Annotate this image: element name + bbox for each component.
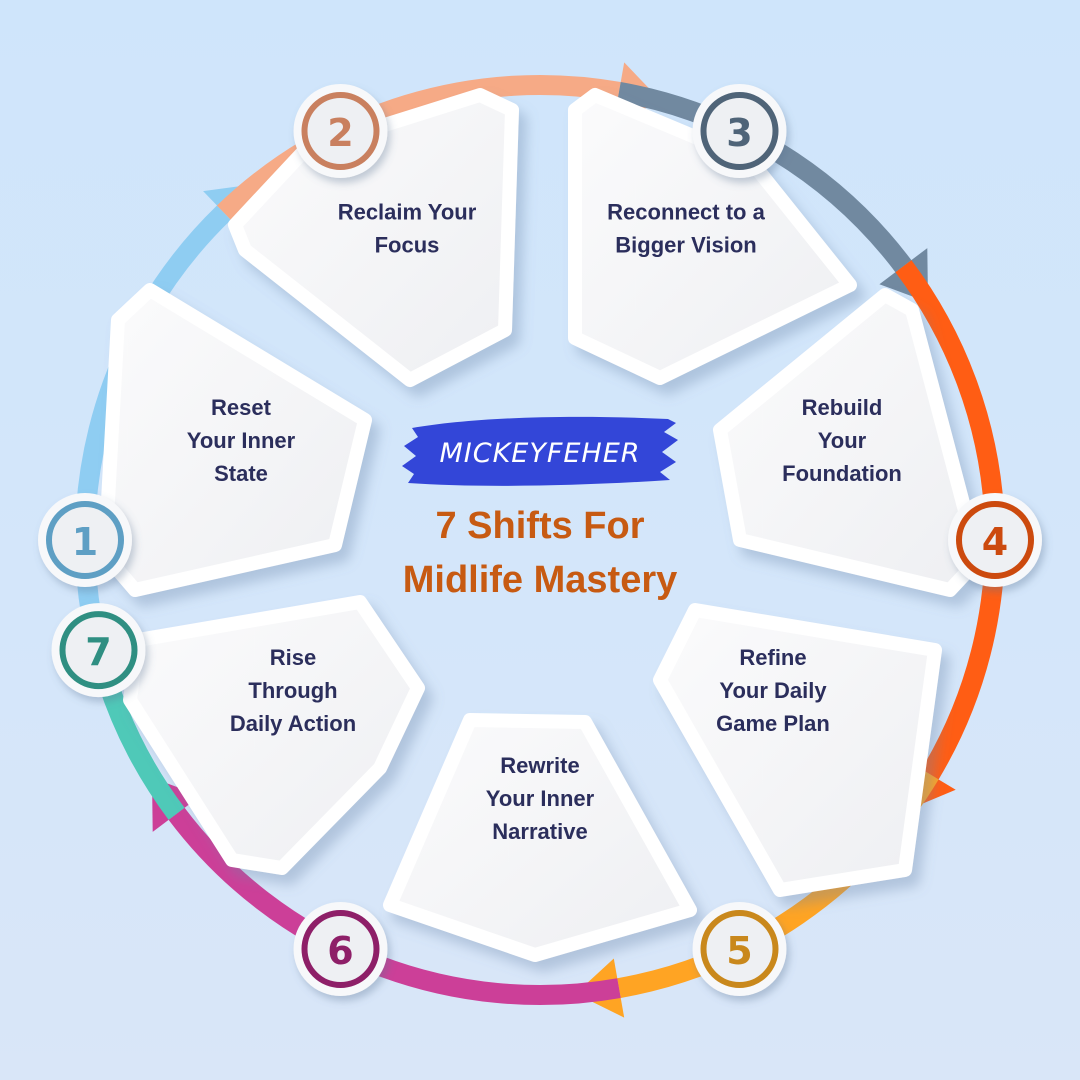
step-card-5 [653,603,942,897]
step-label-7-line-2: Through [248,678,337,703]
step-label-5-line-2: Your Daily [719,678,827,703]
badge-ring-5 [700,910,779,988]
step-label-4-line-3: Foundation [782,461,902,486]
center-block: MICKEYFEHER 7 Shifts For Midlife Mastery [402,416,678,601]
step-label-1-line-2: Your Inner [187,428,296,453]
badge-ring-6 [301,910,380,988]
badge-ring-7 [59,611,138,690]
step-label-4-line-1: Rebuild [802,395,883,420]
step-badge-7: 7 [51,603,146,698]
title-line-2: Midlife Mastery [403,559,678,601]
step-number-6: 6 [327,929,353,973]
step-label-3-line-2: Bigger Vision [615,233,756,258]
step-badge-4: 4 [948,493,1042,587]
step-number-7: 7 [85,630,111,674]
step-number-4: 4 [982,520,1008,564]
step-badge-1: 1 [38,493,132,587]
step-label-3-line-1: Reconnect to a [607,200,765,225]
step-badge-6: 6 [293,902,388,996]
badge-ring-1 [46,501,124,579]
step-card-7 [123,595,425,875]
brand-brush-stroke [402,416,678,486]
badge-ring-3 [700,92,779,170]
step-badge-5: 5 [692,902,787,996]
step-label-4-line-2: Your [818,428,867,453]
step-label-3: Reconnect to a Bigger Vision [607,200,765,258]
step-label-6-line-1: Rewrite [500,753,579,778]
step-badge-3: 3 [692,84,787,178]
step-label-7-line-3: Daily Action [230,711,356,736]
badge-ring-4 [956,501,1034,579]
step-label-2-line-1: Reclaim Your [338,200,477,225]
step-label-5-line-3: Game Plan [716,711,830,736]
step-card-1 [98,283,372,597]
step-card-3 [568,88,857,385]
step-number-3: 3 [726,111,752,155]
step-card-6 [383,713,697,962]
title-line-1: 7 Shifts For [435,505,644,547]
step-number-2: 2 [327,111,353,155]
step-label-2-line-2: Focus [375,233,440,258]
step-label-1-line-3: State [214,461,268,486]
step-number-1: 1 [72,520,98,564]
step-label-5-line-1: Refine [739,645,806,670]
brand-name: MICKEYFEHER [439,438,640,469]
step-label-1-line-1: Reset [211,395,272,420]
badge-ring-2 [301,92,380,170]
step-badge-2: 2 [293,84,388,178]
step-number-5: 5 [726,929,752,973]
step-label-6-line-2: Your Inner [486,786,595,811]
step-label-7-line-1: Rise [270,645,316,670]
step-badges: 1 2 3 4 5 6 7 [38,84,1042,996]
step-label-6-line-3: Narrative [492,819,587,844]
arrow-arc-2 [216,75,621,220]
